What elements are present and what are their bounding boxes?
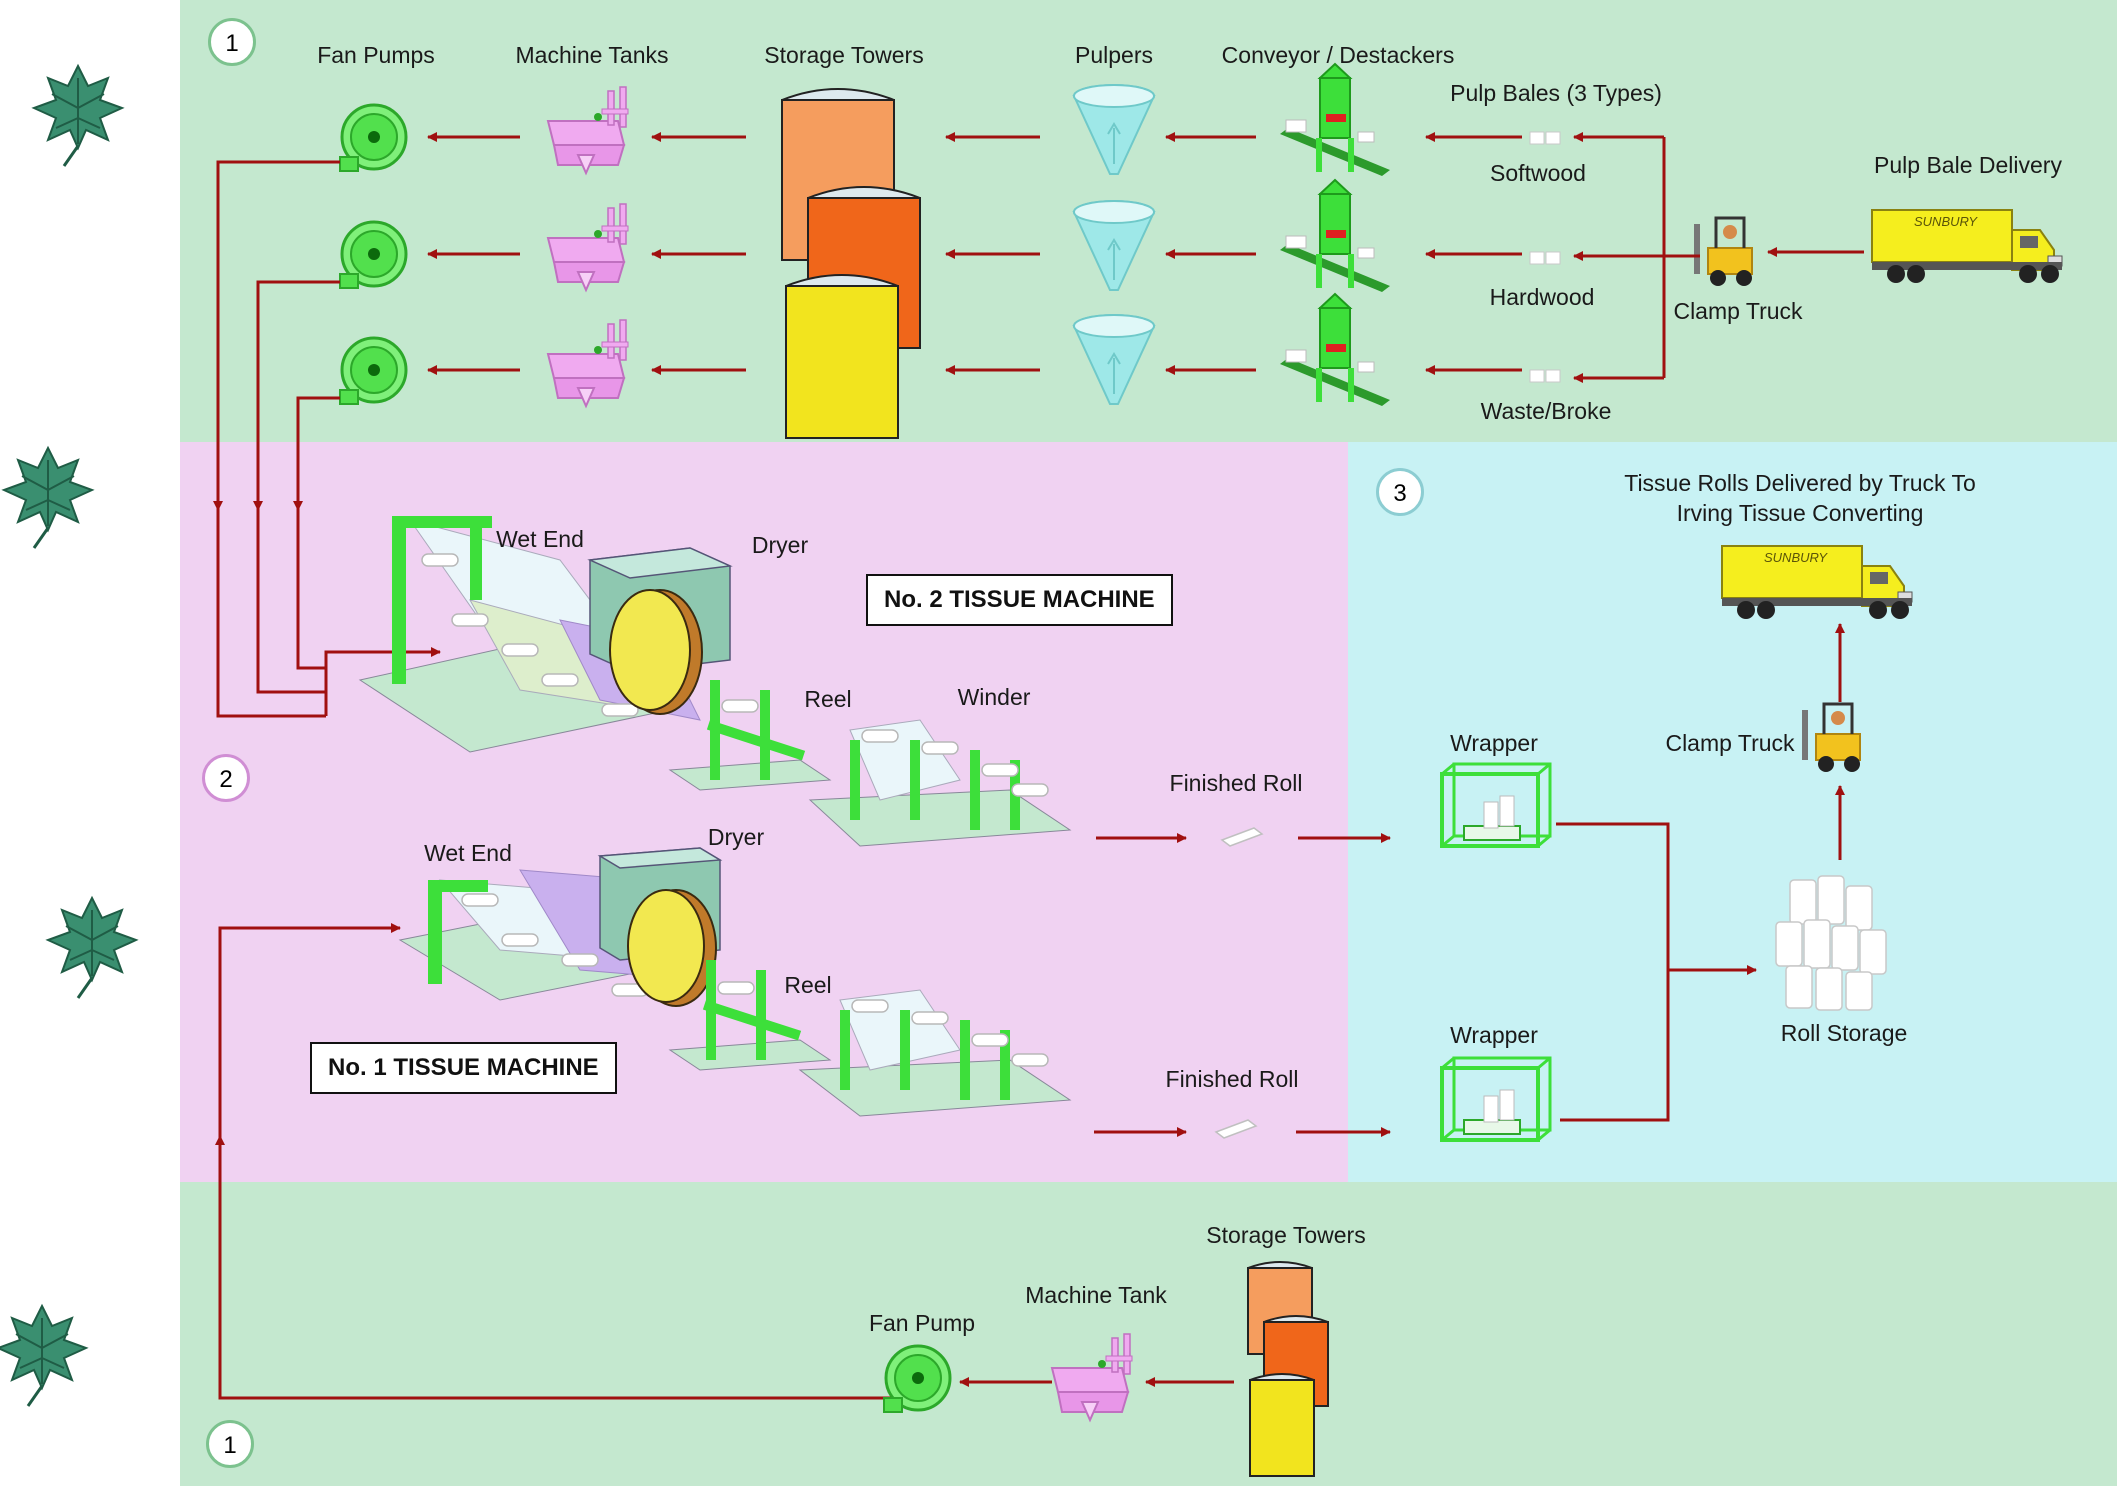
roll-storage-label: Roll Storage xyxy=(1780,1020,1908,1046)
fan-pumps-label: Fan Pumps xyxy=(317,42,435,68)
winder-label: Winder xyxy=(957,684,1031,710)
fan-pump-icon xyxy=(338,220,408,290)
tissue-delivery-label: Tissue Rolls Delivered by Truck To Irvin… xyxy=(1624,468,1976,528)
winder-icon xyxy=(798,989,1072,1117)
wrapper-label: Wrapper xyxy=(1450,1022,1538,1048)
maple-leaf-icon xyxy=(0,1304,88,1408)
tissue-delivery-line1: Tissue Rolls Delivered by Truck To xyxy=(1624,470,1976,496)
pulp-bale-delivery-label: Pulp Bale Delivery xyxy=(1874,152,2062,178)
tissue-delivery-line2: Irving Tissue Converting xyxy=(1676,500,1924,526)
roll-storage-icon xyxy=(1775,875,1887,1011)
fan-pump-icon xyxy=(338,103,408,173)
maple-leaf-icon xyxy=(2,446,94,550)
dryer-label: Dryer xyxy=(751,532,809,558)
fan-pump-icon xyxy=(882,1344,952,1414)
section-number-badge: 2 xyxy=(202,754,250,802)
fan-pump-icon xyxy=(338,336,408,406)
reel-label: Reel xyxy=(804,686,852,712)
section-number-badge: 3 xyxy=(1376,468,1424,516)
conveyor-destackers-label: Conveyor / Destackers xyxy=(1221,42,1455,68)
machine-2-title: No. 2 TISSUE MACHINE xyxy=(866,574,1173,626)
storage-tower-icon xyxy=(1249,1373,1315,1477)
maple-leaf-icon xyxy=(32,64,124,168)
tissue-machine-icon xyxy=(398,847,723,1007)
finished-roll-label: Finished Roll xyxy=(1165,1066,1299,1092)
machine-1-title: No. 1 TISSUE MACHINE xyxy=(310,1042,617,1094)
wet-end-label: Wet End xyxy=(496,526,584,552)
reel-icon xyxy=(668,680,832,791)
clamp-truck-label: Clamp Truck xyxy=(1665,730,1795,756)
dryer-label: Dryer xyxy=(707,824,765,850)
fan-pump-label: Fan Pump xyxy=(868,1310,976,1336)
truck-brand-text: SUNBURY xyxy=(1914,214,1978,229)
section-number-badge: 1 xyxy=(208,18,256,66)
reel-label: Reel xyxy=(784,972,832,998)
section-number-badge: 1 xyxy=(206,1420,254,1468)
wrapper-label: Wrapper xyxy=(1450,730,1538,756)
machine-tank-label: Machine Tank xyxy=(1025,1282,1167,1308)
flow-arrows-middle xyxy=(215,623,1845,1400)
tissue-machine-icon xyxy=(358,516,733,753)
winder-icon xyxy=(808,719,1072,847)
finished-roll-label: Finished Roll xyxy=(1169,770,1303,796)
hardwood-label: Hardwood xyxy=(1489,284,1595,310)
machine-tanks-label: Machine Tanks xyxy=(515,42,669,68)
storage-towers-label: Storage Towers xyxy=(764,42,924,68)
storage-tower-icon xyxy=(785,274,899,439)
pulp-bales-label: Pulp Bales (3 Types) xyxy=(1450,80,1662,106)
reel-icon xyxy=(668,960,832,1071)
maple-leaf-icon xyxy=(46,896,138,1000)
storage-towers-label: Storage Towers xyxy=(1206,1222,1366,1248)
clamp-truck-label: Clamp Truck xyxy=(1673,298,1803,324)
wet-end-label: Wet End xyxy=(424,840,512,866)
stock-prep-band xyxy=(180,1182,2117,1486)
softwood-label: Softwood xyxy=(1490,160,1586,186)
pulpers-label: Pulpers xyxy=(1075,42,1153,68)
waste-broke-label: Waste/Broke xyxy=(1480,398,1612,424)
flow-arrows-top xyxy=(213,132,1864,718)
truck-brand-text: SUNBURY xyxy=(1764,550,1828,565)
